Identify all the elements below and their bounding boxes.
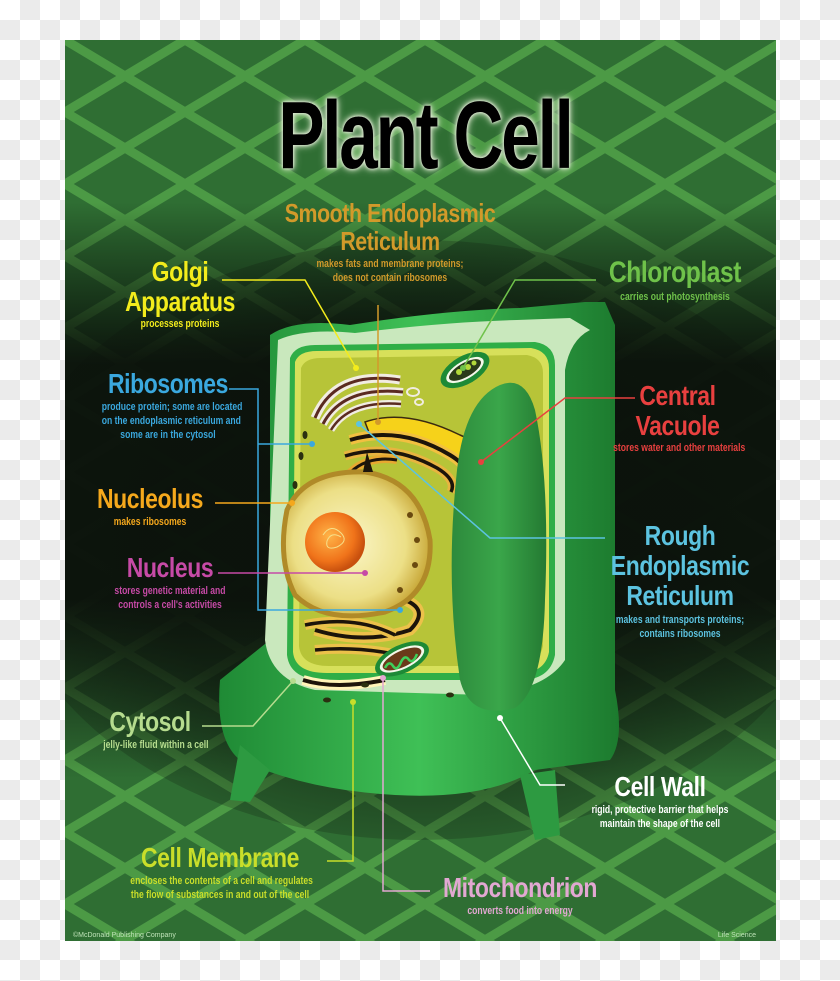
cell-wall-title: Cell Wall	[614, 771, 706, 802]
label-smooth-er: Smooth Endoplasmic Reticulum makes fats …	[260, 200, 520, 286]
rough-er-title-2: Endoplasmic	[610, 550, 750, 581]
label-chloroplast: Chloroplast carries out photosynthesis	[585, 258, 765, 305]
cytosol-title: Cytosol	[109, 706, 191, 737]
smooth-er-title-1: Smooth Endoplasmic	[284, 198, 496, 228]
mitochondrion-title: Mitochondrion	[442, 872, 598, 903]
smooth-er-desc-1: makes fats and membrane proteins;	[316, 258, 464, 270]
ribosomes-desc-1: produce protein; some are located	[101, 401, 243, 413]
mitochondrion-desc: converts food into energy	[467, 905, 573, 917]
endoplasmic-reticulum	[301, 416, 492, 690]
rough-er-title-3: Reticulum	[626, 580, 734, 611]
golgi-title-2: Apparatus	[125, 286, 235, 317]
cell-membrane-title: Cell Membrane	[140, 842, 299, 873]
plant-cell-poster: Plant Cell Smooth Endoplasmic Reticulum …	[65, 40, 776, 941]
label-cytosol: Cytosol jelly-like fluid within a cell	[90, 708, 210, 753]
nucleolus-title: Nucleolus	[96, 483, 204, 514]
label-mitochondrion: Mitochondrion converts food into energy	[425, 874, 615, 919]
label-ribosomes: Ribosomes produce protein; some are loca…	[83, 370, 253, 442]
ribosomes-desc-2: on the endoplasmic reticulum and	[101, 414, 241, 427]
smooth-er-title-2: Reticulum	[340, 226, 440, 256]
cell-membrane-desc-2: the flow of substances in and out of the…	[130, 888, 310, 901]
label-central-vacuole: Central Vacuole stores water and other m…	[595, 382, 760, 456]
label-nucleus: Nucleus stores genetic material and cont…	[95, 554, 245, 613]
nucleus-desc-1: stores genetic material and	[114, 585, 226, 597]
cell-illustration	[65, 40, 776, 941]
label-cell-membrane: Cell Membrane encloses the contents of a…	[105, 844, 335, 903]
rough-er-desc-1: makes and transports proteins;	[615, 614, 745, 626]
label-nucleolus: Nucleolus makes ribosomes	[85, 485, 215, 530]
golgi-title-1: Golgi	[151, 256, 209, 287]
subject-footer: Life Science	[717, 932, 756, 939]
golgi-apparatus	[310, 373, 424, 432]
chloroplast-title: Chloroplast	[608, 256, 742, 289]
nucleolus-desc: makes ribosomes	[113, 516, 187, 528]
cytosol-desc: jelly-like fluid within a cell	[103, 739, 209, 751]
rough-er-desc-2: contains ribosomes	[639, 627, 721, 640]
vacuole-title-2: Vacuole	[635, 410, 720, 441]
poster-title: Plant Cell	[278, 82, 574, 189]
golgi-desc: processes proteins	[140, 318, 220, 330]
ribosomes-desc-3: some are in the cytosol	[120, 428, 216, 441]
chloroplast-desc: carries out photosynthesis	[620, 291, 730, 303]
vacuole-desc: stores water and other materials	[613, 442, 746, 454]
copyright-footer: ©McDonald Publishing Company	[73, 932, 176, 939]
label-cell-wall: Cell Wall rigid, protective barrier that…	[560, 773, 760, 832]
cell-membrane-desc-1: encloses the contents of a cell and regu…	[130, 875, 313, 887]
nucleus-desc-2: controls a cell's activities	[118, 598, 222, 611]
smooth-er-desc-2: does not contain ribosomes	[332, 271, 448, 284]
nucleus	[280, 452, 433, 619]
mitochondrion	[375, 641, 429, 677]
nucleus-title: Nucleus	[126, 552, 214, 583]
label-rough-er: Rough Endoplasmic Reticulum makes and tr…	[595, 522, 765, 642]
ribosomes-title: Ribosomes	[107, 368, 229, 399]
cell-wall-desc-2: maintain the shape of the cell	[599, 817, 721, 830]
rough-er-title-1: Rough	[644, 520, 716, 551]
cell-wall-desc-1: rigid, protective barrier that helps	[591, 804, 729, 816]
label-golgi-apparatus: Golgi Apparatus processes proteins	[105, 258, 255, 332]
leader-lines	[202, 279, 635, 892]
central-vacuole	[451, 382, 547, 711]
vacuole-title-1: Central	[639, 380, 716, 411]
